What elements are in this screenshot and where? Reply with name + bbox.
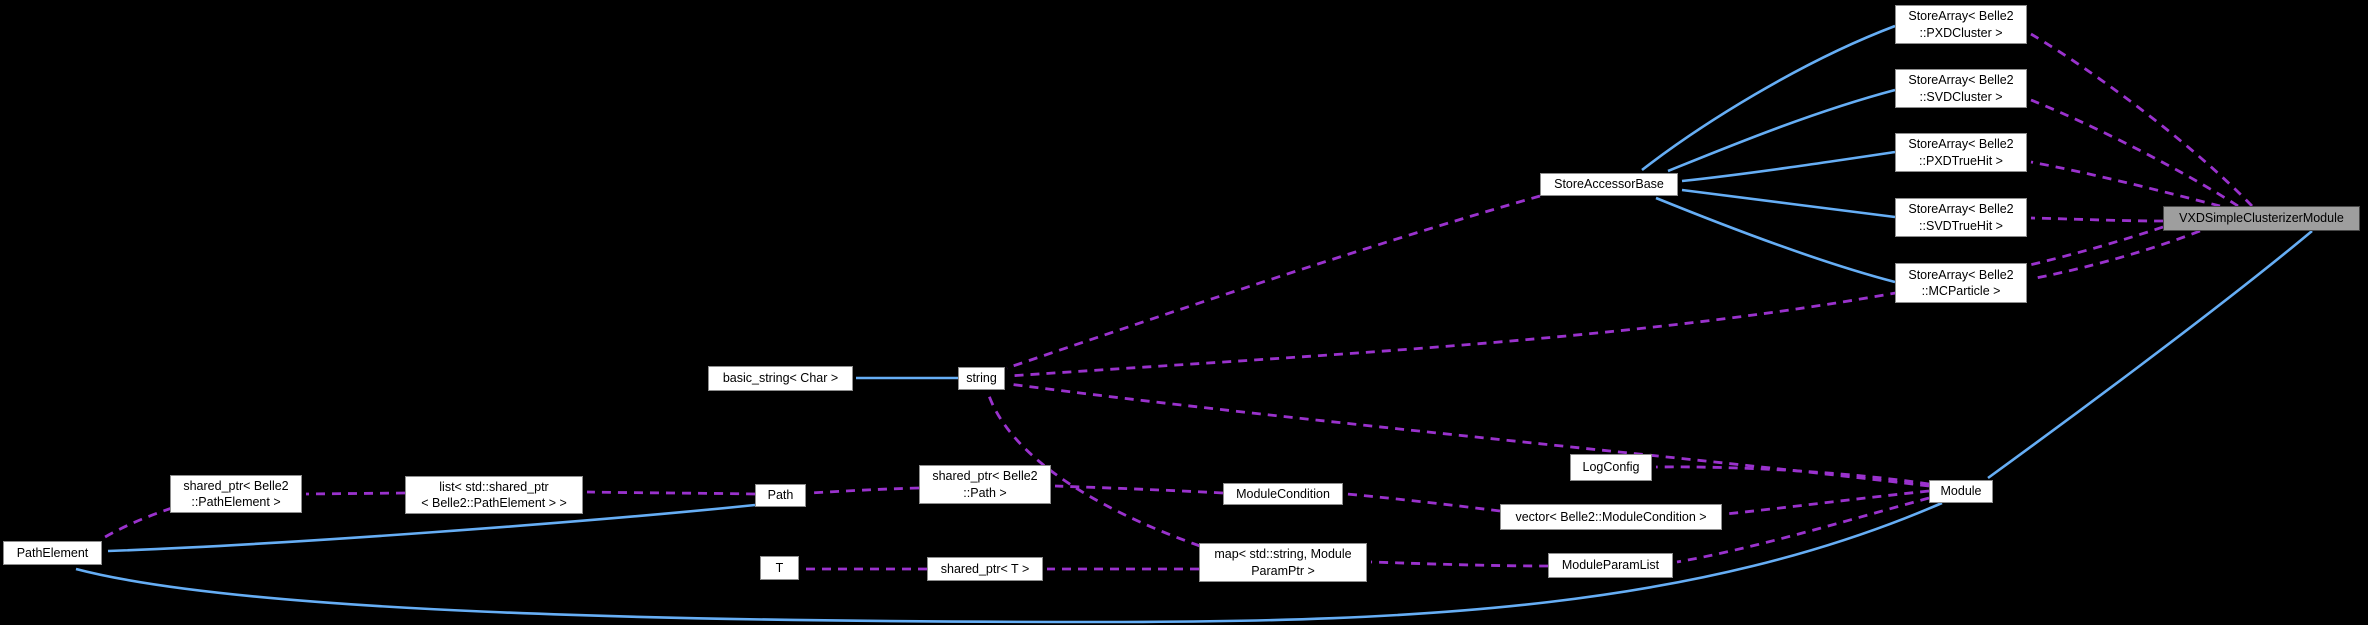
- node-storearray-pxdcluster[interactable]: StoreArray< Belle2::PXDCluster >: [1895, 5, 2027, 44]
- node-label-line: VXDSimpleClusterizerModule: [2179, 211, 2344, 226]
- node-label-line: StoreArray< Belle2: [1908, 73, 2014, 88]
- node-label-line: ::PXDTrueHit >: [1919, 153, 2003, 168]
- edge-vxd-uses-svdtruehit: [2030, 216, 2164, 223]
- edge-map-uses-string: [986, 392, 1201, 548]
- edge-storeaccessorbase-uses-string: [1006, 194, 1541, 370]
- node-string[interactable]: string: [958, 367, 1005, 390]
- node-label-line: T: [775, 560, 784, 575]
- node-label-line: ::SVDCluster >: [1919, 89, 2003, 104]
- edge-module-uses-vector: [1725, 489, 1930, 516]
- node-label-line: LogConfig: [1582, 460, 1640, 475]
- edge-vxd-inherits-module: [1987, 230, 2313, 480]
- node-label-line: PathElement: [16, 545, 89, 560]
- edge-vxd-uses-pxdcluster: [2030, 32, 2254, 207]
- node-label-line: StoreArray< Belle2: [1908, 202, 2014, 217]
- node-label-line: Path: [767, 488, 794, 503]
- node-label-line: < Belle2::PathElement > >: [421, 496, 567, 510]
- node-storeaccessorbase[interactable]: StoreAccessorBase: [1540, 173, 1678, 196]
- node-label-line: ParamPtr >: [1251, 563, 1315, 578]
- node-label-line: shared_ptr< T >: [940, 561, 1030, 576]
- node-label-line: ::MCParticle >: [1921, 284, 2001, 298]
- node-label-line: ModuleParamList: [1561, 558, 1660, 573]
- node-label-line: ::Path >: [963, 485, 1007, 500]
- edge-modulecondition-uses-shared-ptr-path: [1054, 484, 1224, 495]
- node-label-line: StoreAccessorBase: [1554, 177, 1664, 192]
- node-label-line: ::SVDTrueHit >: [1919, 218, 2003, 233]
- node-storearray-mcparticle[interactable]: StoreArray< Belle2::MCParticle >: [1895, 263, 2027, 303]
- node-shared-ptr-pathelement[interactable]: shared_ptr< Belle2::PathElement >: [170, 475, 302, 513]
- node-label-line: Module: [1940, 484, 1982, 499]
- edge-vxd-uses-pxdtruehit: [2030, 160, 2221, 208]
- edge-mcparticle-inherits-storeaccessorbase: [1655, 196, 1896, 284]
- node-path[interactable]: Path: [755, 484, 806, 507]
- node-shared-ptr-t[interactable]: shared_ptr< T >: [927, 557, 1043, 581]
- node-label-line: StoreArray< Belle2: [1908, 267, 2014, 282]
- edge-module-inherits-pathelement: [75, 501, 1943, 624]
- node-label-line: shared_ptr< Belle2: [932, 469, 1038, 484]
- node-label-line: vector< Belle2::ModuleCondition >: [1515, 509, 1707, 524]
- node-label-line: basic_string< Char >: [722, 371, 839, 386]
- node-label-line: string: [966, 371, 997, 386]
- node-pathelement[interactable]: PathElement: [3, 541, 102, 565]
- edge-module-uses-moduleparamlist: [1676, 496, 1930, 564]
- node-label-line: ModuleCondition: [1236, 486, 1330, 501]
- node-label-line: StoreArray< Belle2: [1908, 9, 2014, 24]
- node-logconfig[interactable]: LogConfig: [1570, 454, 1652, 481]
- edge-module-uses-logconfig: [1655, 465, 1930, 486]
- edge-svdtruehit-inherits-storeaccessorbase: [1681, 188, 1896, 219]
- node-moduleparamlist[interactable]: ModuleParamList: [1548, 553, 1673, 578]
- node-label-line: StoreArray< Belle2: [1908, 137, 2014, 152]
- node-storearray-svdcluster[interactable]: StoreArray< Belle2::SVDCluster >: [1895, 69, 2027, 108]
- node-t[interactable]: T: [760, 556, 799, 580]
- edge-list-uses-shared-ptr-pathelement: [305, 491, 406, 496]
- node-label-line: list< std::shared_ptr: [439, 479, 549, 494]
- edge-pxdtruehit-inherits-storeaccessorbase: [1681, 150, 1896, 183]
- edge-module-uses-string: [1008, 382, 1930, 488]
- edge-path-uses-list: [586, 490, 756, 496]
- edge-vxd-uses-svdcluster: [2030, 98, 2239, 208]
- node-vector-modulecondition[interactable]: vector< Belle2::ModuleCondition >: [1500, 504, 1722, 530]
- node-label-line: shared_ptr< Belle2: [183, 478, 289, 493]
- edge-shared-ptr-path-uses-path: [809, 486, 920, 495]
- edge-path-inherits-pathelement: [107, 503, 756, 553]
- node-module[interactable]: Module: [1929, 480, 1993, 503]
- edge-shared-ptr-pathelement-uses-pathelement: [99, 506, 173, 542]
- node-basic-string-char[interactable]: basic_string< Char >: [708, 366, 853, 391]
- node-label-line: ::PathElement >: [191, 495, 281, 509]
- node-list-shared-ptr-pathelement[interactable]: list< std::shared_ptr< Belle2::PathEleme…: [405, 476, 583, 514]
- edge-vxd-uses-mcparticle: [2030, 229, 2201, 281]
- node-storearray-pxdtruehit[interactable]: StoreArray< Belle2::PXDTrueHit >: [1895, 133, 2027, 172]
- edge-pxdcluster-inherits-storeaccessorbase: [1641, 24, 1896, 172]
- node-shared-ptr-path[interactable]: shared_ptr< Belle2::Path >: [919, 465, 1051, 504]
- edge-svdcluster-inherits-storeaccessorbase: [1667, 88, 1896, 173]
- node-label-line: ::PXDCluster >: [1919, 25, 2003, 40]
- node-modulecondition[interactable]: ModuleCondition: [1223, 483, 1343, 505]
- node-storearray-svdtruehit[interactable]: StoreArray< Belle2::SVDTrueHit >: [1895, 198, 2027, 237]
- edge-vector-uses-modulecondition: [1346, 492, 1501, 513]
- node-vxdsimpleclusterizermodule: VXDSimpleClusterizerModule: [2163, 206, 2360, 231]
- node-label-line: map< std::string, Module: [1214, 547, 1352, 562]
- edge-moduleparamlist-uses-map: [1370, 560, 1549, 568]
